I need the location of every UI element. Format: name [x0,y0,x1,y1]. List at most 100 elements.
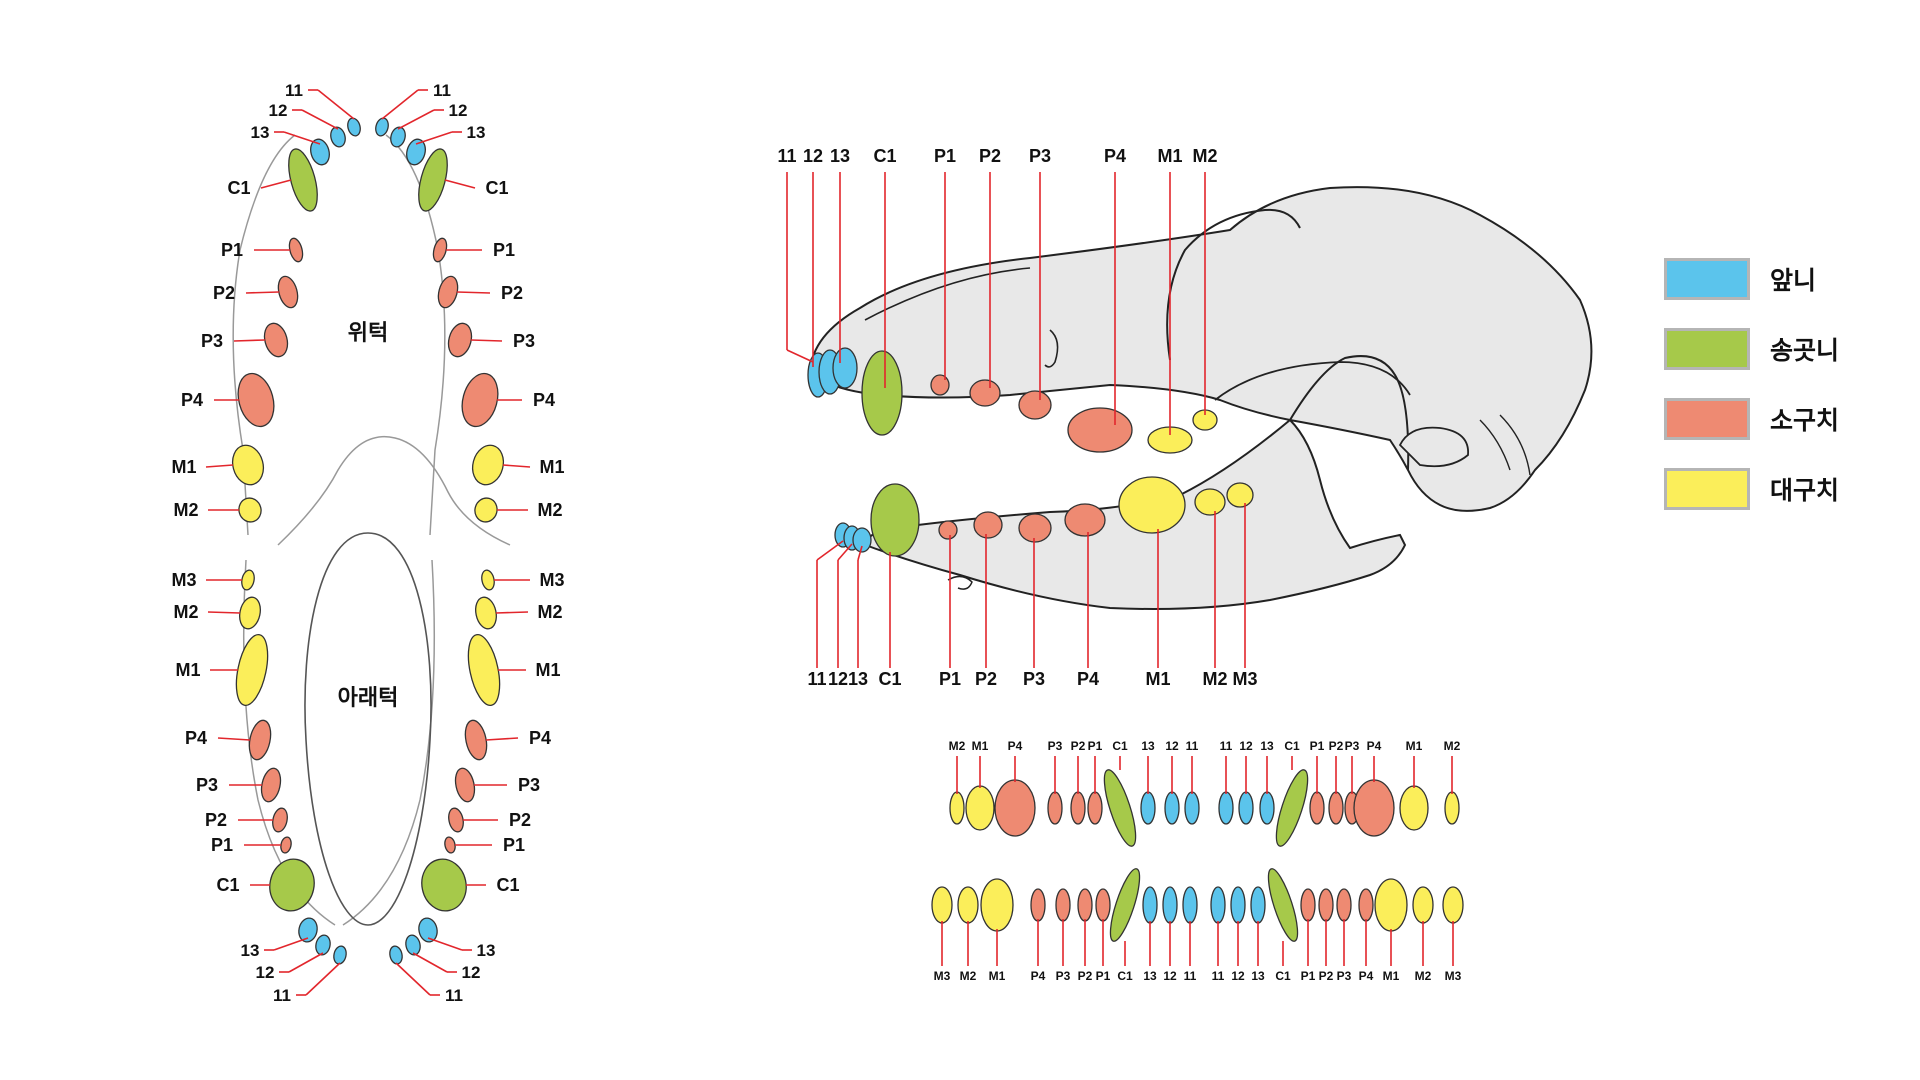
tooth-label: M2 [173,602,198,622]
tooth-p [447,322,473,358]
leader-line [233,339,266,342]
tooth-c [421,858,467,912]
tooth-label: C1 [216,875,239,895]
tooth-m [1374,878,1408,932]
leader-line [245,291,280,294]
tooth-p [1300,888,1316,922]
tooth-i [1218,791,1234,825]
tooth-label: C1 [485,178,508,198]
leader-line [397,109,435,130]
tooth-label: M1 [539,457,564,477]
tooth-label: P3 [1029,146,1051,166]
tooth-label: P2 [1078,969,1093,983]
tooth-label: 13 [1251,969,1265,983]
tooth-label: M1 [1406,739,1423,753]
tooth-label: M2 [537,602,562,622]
tooth-label: M1 [1145,669,1170,689]
tooth-label: P2 [501,283,523,303]
lower-arch-outline [242,559,436,926]
legend-label: 대구치 [1770,476,1840,505]
tooth-label: P4 [1031,969,1046,983]
tooth-m [1226,482,1254,508]
leader-line [415,131,453,145]
tooth-i [315,934,331,956]
tooth-label: M2 [1192,146,1217,166]
tooth-c [1103,769,1137,847]
tooth-m [1118,476,1186,534]
tooth-label: M1 [989,969,1006,983]
tooth-label: 11 [807,669,826,689]
legend-item-incisor: 앞니 [1664,255,1839,303]
tooth-label: 13 [1141,739,1155,753]
leader-line [217,737,251,741]
tooth-label: 11 [1186,739,1199,753]
tooth-p [1070,791,1086,825]
tooth-i [375,117,389,137]
tooth-label: P4 [185,728,207,748]
tooth-label: 13 [467,123,486,142]
mental-foramen [947,575,973,590]
tooth-i [418,917,438,943]
tooth-label: P3 [1345,739,1360,753]
tooth-label: C1 [1284,739,1300,753]
tooth-m [475,596,497,630]
tooth-c [269,858,315,912]
lower-jaw-label: 아래턱 [338,685,399,710]
tooth-label: 12 [1165,739,1179,753]
tooth-label: P2 [509,810,531,830]
tooth-label: P1 [1301,969,1316,983]
tooth-label: P4 [181,390,203,410]
occipital-detail [1479,414,1531,476]
tooth-label: P1 [1310,739,1325,753]
tooth-label: P2 [213,283,235,303]
tooth-label: P1 [1096,969,1111,983]
tooth-i [333,945,347,965]
tooth-p [237,372,275,428]
tooth-i [1250,886,1266,924]
tooth-label: 13 [477,941,496,960]
tooth-label: P3 [196,775,218,795]
tooth-m [474,497,498,523]
tooth-p [930,374,950,396]
tooth-label: 11 [1220,739,1233,753]
leader-line [470,339,503,342]
tooth-i [1142,886,1158,924]
tooth-label: 13 [241,941,260,960]
tooth-label: P1 [493,240,515,260]
legend-item-premolar: 소구치 [1664,395,1839,443]
zygomatic-outline [1214,361,1411,401]
legend-item-canine: 송곳니 [1664,325,1839,373]
tooth-label: P2 [205,810,227,830]
tooth-label: M2 [1202,669,1227,689]
tooth-i [1162,886,1178,924]
tooth-label: P3 [1337,969,1352,983]
tooth-p [1358,888,1374,922]
legend-label: 앞니 [1770,266,1817,295]
tooth-i [389,945,403,965]
tooth-label: M2 [537,500,562,520]
leader-line [317,89,355,120]
tooth-label: M3 [934,969,951,983]
tooth-label: M1 [171,457,196,477]
tooth-label: M1 [535,660,560,680]
legend: 앞니 송곳니 소구치 대구치 [1664,255,1839,535]
tooth-label: 13 [830,146,850,166]
tooth-c [1267,868,1299,942]
tooth-i [406,138,426,166]
tooth-label: M2 [173,500,198,520]
molar-swatch-icon [1664,468,1750,510]
tooth-p [1095,888,1111,922]
tooth-p [1047,791,1063,825]
tooth-p [263,322,289,358]
tooth-label: P4 [529,728,551,748]
tooth-p [464,719,488,761]
tooth-label: 11 [777,146,796,166]
tooth-label: P4 [1367,739,1382,753]
tooth-p [260,767,282,803]
palate-curve [277,436,511,546]
tooth-label: M3 [171,570,196,590]
tooth-p [1087,791,1103,825]
tooth-m [1442,886,1464,924]
leader-line [288,952,324,973]
